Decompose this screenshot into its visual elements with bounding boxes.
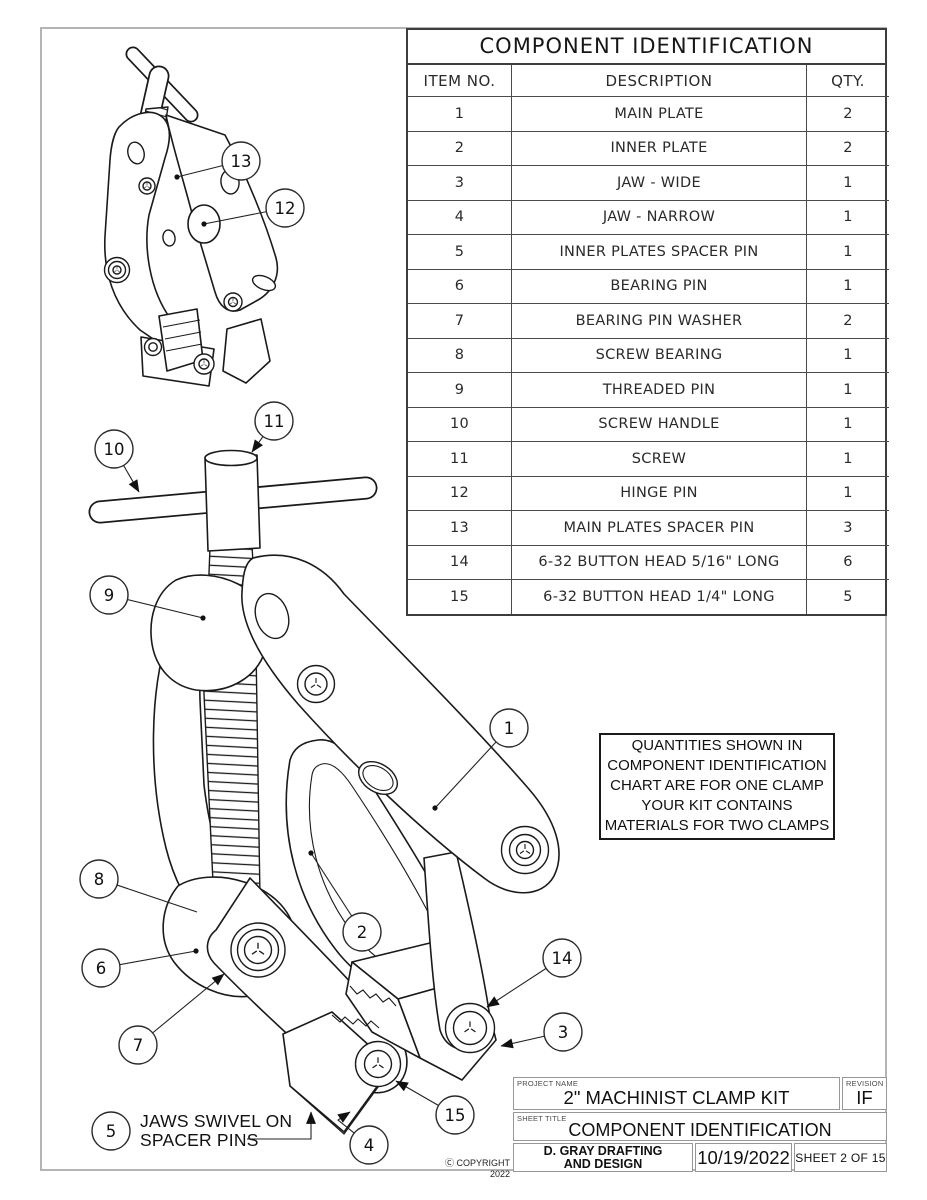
svg-text:2: 2 <box>357 923 368 942</box>
callout-balloon-13: 13 <box>221 141 261 181</box>
component-table: COMPONENT IDENTIFICATION ITEM NO. DESCRI… <box>406 28 889 616</box>
quantities-note: QUANTITIES SHOWN IN COMPONENT IDENTIFICA… <box>599 733 835 840</box>
svg-text:12: 12 <box>275 199 296 218</box>
jaws-swivel-note: JAWS SWIVEL ON SPACER PINS <box>140 1111 293 1150</box>
project-name-label: PROJECT NAME <box>517 1079 579 1088</box>
date-value: 10/19/2022 <box>697 1147 790 1168</box>
component-table-title: COMPONENT IDENTIFICATION <box>408 30 885 65</box>
callout-balloon-9: 9 <box>89 575 129 615</box>
project-name-value: 2" MACHINIST CLAMP KIT <box>563 1087 790 1108</box>
svg-text:5: 5 <box>106 1122 117 1141</box>
callout-balloon-1: 1 <box>489 708 529 748</box>
callout-balloon-15: 15 <box>435 1095 475 1135</box>
svg-text:8: 8 <box>94 870 105 889</box>
col-header-qty: QTY. <box>806 65 889 97</box>
callout-balloon-12: 12 <box>265 188 305 228</box>
callout-balloon-5: 5 <box>91 1111 131 1151</box>
callout-balloon-10: 10 <box>94 429 134 469</box>
svg-text:7: 7 <box>133 1036 144 1055</box>
callout-balloon-4: 4 <box>349 1125 389 1165</box>
project-name-cell: PROJECT NAME 2" MACHINIST CLAMP KIT <box>513 1077 840 1110</box>
title-block: PROJECT NAME 2" MACHINIST CLAMP KIT REVI… <box>513 1077 887 1172</box>
callout-balloon-6: 6 <box>81 948 121 988</box>
svg-text:15: 15 <box>445 1106 466 1125</box>
svg-text:10: 10 <box>104 440 125 459</box>
revision-cell: REVISION IF <box>842 1077 887 1110</box>
jaws-note-leader <box>247 1111 316 1140</box>
callout-balloons: 13 12 10 11 9 1 8 6 7 2 14 3 15 4 5 <box>79 141 583 1165</box>
company-name: D. GRAY DRAFTING AND DESIGN <box>543 1144 663 1171</box>
main-clamp-drawing <box>88 449 560 1135</box>
svg-text:6: 6 <box>96 959 107 978</box>
copyright-text: Ⓒ COPYRIGHT 2022 <box>444 1158 510 1179</box>
sheet-number-value: SHEET 2 OF 15 <box>795 1151 886 1165</box>
company-cell: D. GRAY DRAFTING AND DESIGN <box>513 1143 693 1172</box>
callout-balloon-11: 11 <box>254 401 294 441</box>
svg-text:9: 9 <box>104 586 115 605</box>
sheet-title-label: SHEET TITLE <box>517 1114 567 1123</box>
callout-balloon-7: 7 <box>118 1025 158 1065</box>
sheet-title-value: COMPONENT IDENTIFICATION <box>568 1120 832 1140</box>
svg-text:14: 14 <box>552 949 573 968</box>
sheet-title-cell: SHEET TITLE COMPONENT IDENTIFICATION <box>513 1112 887 1141</box>
svg-text:1: 1 <box>504 719 515 738</box>
svg-text:4: 4 <box>364 1136 375 1155</box>
callout-balloon-14: 14 <box>542 938 582 978</box>
sheet-number-cell: SHEET 2 OF 15 <box>794 1143 887 1172</box>
revision-label: REVISION <box>846 1079 884 1088</box>
svg-text:11: 11 <box>264 412 285 431</box>
callout-balloon-8: 8 <box>79 859 119 899</box>
svg-text:3: 3 <box>558 1023 569 1042</box>
date-cell: 10/19/2022 <box>695 1143 792 1172</box>
small-clamp-drawing <box>103 46 279 387</box>
col-header-item-no: ITEM NO. <box>408 65 512 97</box>
callout-balloon-2: 2 <box>342 912 382 952</box>
callout-balloon-3: 3 <box>543 1012 583 1052</box>
svg-text:13: 13 <box>231 152 252 171</box>
table-header-row: ITEM NO. DESCRIPTION QTY. <box>408 65 889 97</box>
col-header-description: DESCRIPTION <box>511 65 807 97</box>
revision-value: IF <box>856 1087 873 1108</box>
